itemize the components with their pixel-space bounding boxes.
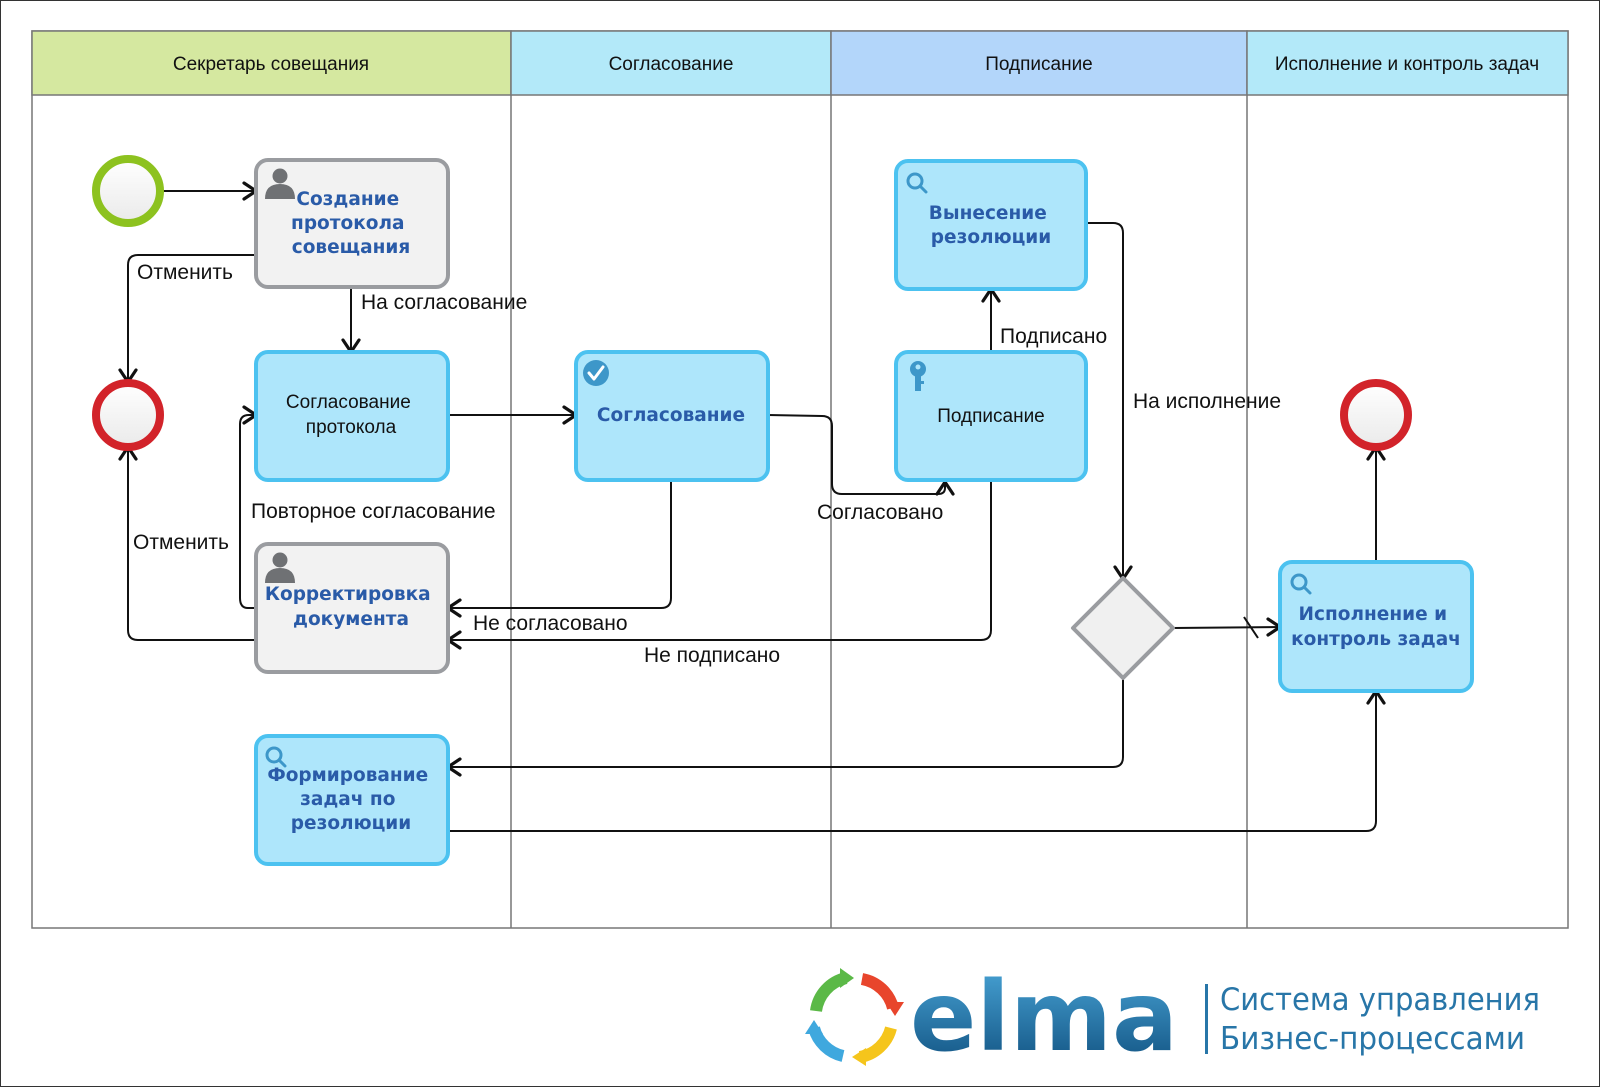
task-approval[interactable]: Согласование — [574, 350, 770, 482]
lane-execution: Исполнение и контроль задач — [1246, 30, 1569, 96]
lane-signing: Подписание — [830, 30, 1248, 96]
task-label-line: Подписание — [937, 406, 1045, 427]
task-label-line: контроль задач — [1291, 629, 1461, 650]
lane-header-signing — [830, 30, 1248, 96]
flow-label-not-signed: Не подписано — [644, 644, 780, 667]
task-label-line: Формирование — [267, 765, 428, 786]
flow-signing-to-correction[interactable] — [448, 480, 992, 641]
flow-label-cancel: Отменить — [137, 261, 233, 284]
svg-text:Исполнение и контроль за: Исполнение и контроль задач — [1291, 604, 1461, 650]
task-box[interactable] — [894, 159, 1088, 291]
flow-gateway-to-execution[interactable] — [1172, 626, 1281, 629]
task-label-line: Согласование — [286, 392, 411, 413]
task-correction[interactable]: Корректировка документа — [254, 542, 450, 674]
start-event[interactable] — [92, 155, 164, 227]
flow-label-not-approved: Не согласовано — [473, 612, 628, 635]
task-resolution[interactable]: Вынесение резолюции — [894, 159, 1088, 291]
task-signing[interactable]: Подписание — [894, 350, 1088, 482]
user-icon — [265, 168, 295, 199]
svg-text:Вынесение резолюции: Вынесение резолюции — [929, 203, 1053, 248]
checkmark-icon — [583, 360, 609, 386]
task-form-tasks[interactable]: Формирование задач по резолюции — [254, 734, 450, 866]
task-execution[interactable]: Исполнение и контроль задач — [1278, 560, 1474, 693]
svg-text:Подписание: Подписание — [937, 406, 1045, 427]
flow-resolution-to-gateway[interactable] — [1086, 222, 1124, 579]
task-create-protocol[interactable]: Создание протокола совещания — [254, 158, 450, 289]
end-event-cancel[interactable] — [92, 379, 164, 451]
svg-text:Согласование: Согласование — [597, 405, 745, 426]
task-label-line: Исполнение и — [1299, 604, 1448, 625]
lane-approval: Согласование — [510, 30, 832, 96]
task-label-line: протокола — [291, 213, 404, 234]
task-box[interactable] — [254, 734, 450, 866]
recycle-arrows-icon — [805, 968, 904, 1066]
elma-wordmark: elma — [910, 961, 1178, 1073]
task-label-line: резолюции — [291, 813, 411, 834]
end-event[interactable] — [1340, 379, 1412, 451]
flow-correction-to-cancel[interactable] — [127, 447, 256, 641]
elma-logo: elma Система управления Бизнес-процессам… — [805, 961, 1540, 1073]
lane-title-approval: Согласование — [609, 54, 734, 75]
task-label-line: совещания — [292, 237, 411, 258]
flow-label-to-execution: На исполнение — [1133, 390, 1281, 413]
user-icon — [265, 552, 295, 583]
lane-header-secretary — [31, 30, 512, 96]
task-box[interactable] — [574, 350, 770, 482]
task-approve-protocol[interactable]: Согласование протокола — [254, 350, 450, 482]
lane-title-secretary: Секретарь совещания — [173, 54, 369, 75]
flow-approval-to-correction[interactable] — [448, 480, 672, 609]
sequence-flows — [118, 181, 1386, 832]
task-label-line: Согласование — [597, 405, 745, 426]
flow-label-approved: Согласовано — [817, 501, 943, 524]
lane-title-execution: Исполнение и контроль задач — [1275, 54, 1539, 75]
task-label-line: документа — [293, 609, 409, 630]
default-flow-marker — [1243, 616, 1259, 639]
task-label-line: Создание — [296, 189, 399, 210]
svg-text:Создание протокола: Создание протокола совещания — [291, 189, 411, 258]
task-label-line: Корректировка — [265, 584, 431, 605]
task-box[interactable] — [1278, 560, 1474, 693]
task-box[interactable] — [254, 542, 450, 674]
logo-tagline-line: Бизнес-процессами — [1220, 1021, 1525, 1057]
search-icon — [906, 172, 928, 194]
logo-tagline-line: Система управления — [1220, 982, 1540, 1018]
flow-form-tasks-to-execution[interactable] — [448, 691, 1377, 832]
flow-label-reapproval: Повторное согласование — [251, 500, 496, 523]
task-label-line: резолюции — [931, 227, 1051, 248]
task-label-line: задач по — [300, 789, 395, 810]
svg-text:Согласование протокола: Согласование протокола — [286, 392, 416, 438]
flow-approval-to-signing[interactable] — [767, 414, 946, 495]
lane-header-execution — [1246, 30, 1569, 96]
key-icon — [910, 361, 926, 391]
lane-title-signing: Подписание — [985, 54, 1093, 75]
flow-label-signed: Подписано — [1000, 325, 1107, 348]
task-box[interactable] — [254, 158, 450, 289]
logo-divider — [1205, 984, 1208, 1054]
task-box[interactable] — [894, 350, 1088, 482]
flow-create-to-cancel[interactable] — [127, 254, 256, 382]
lane-secretary: Секретарь совещания — [31, 30, 512, 96]
task-label-line: протокола — [306, 417, 397, 438]
flow-label-cancel: Отменить — [133, 531, 229, 554]
svg-text:Формирование задач по: Формирование задач по резолюции — [267, 765, 434, 834]
flow-gateway-to-form-tasks[interactable] — [448, 677, 1124, 768]
search-icon — [265, 746, 287, 768]
svg-text:Корректировка документа: Корректировка документа — [265, 584, 437, 630]
task-label-line: Вынесение — [929, 203, 1047, 224]
flow-label-to-approval: На согласование — [361, 291, 527, 314]
search-icon — [1290, 573, 1312, 595]
flow-correction-to-approve-protocol[interactable] — [239, 414, 256, 609]
task-box[interactable] — [254, 350, 450, 482]
exclusive-gateway[interactable] — [1071, 576, 1175, 680]
